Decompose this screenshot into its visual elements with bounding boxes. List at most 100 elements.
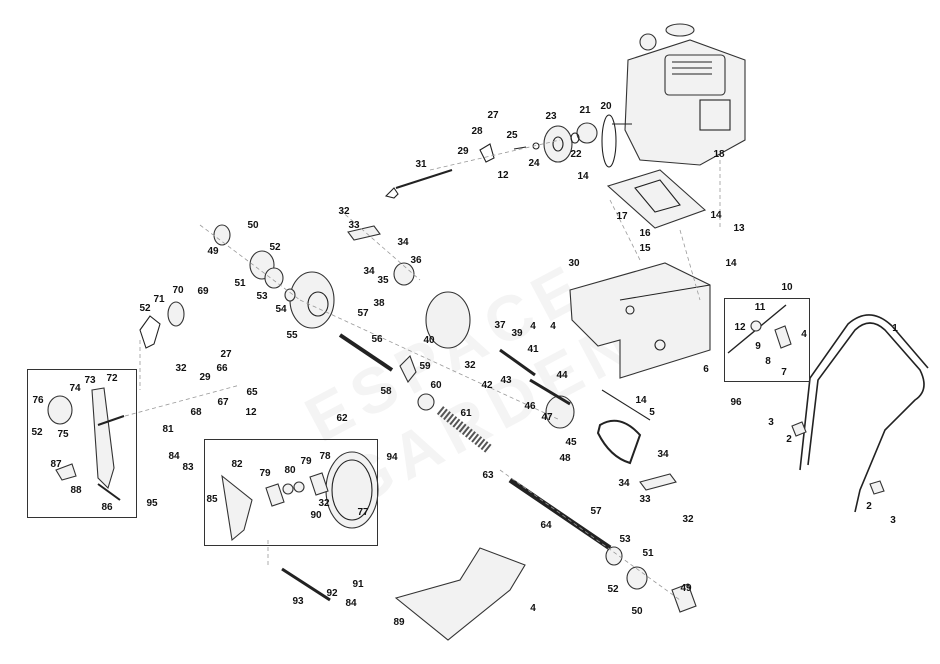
part-label-59[interactable]: 59 <box>419 361 431 372</box>
part-label-34b[interactable]: 34 <box>363 266 375 277</box>
part-label-70[interactable]: 70 <box>172 285 184 296</box>
part-label-45[interactable]: 45 <box>565 437 577 448</box>
part-label-80[interactable]: 80 <box>284 465 296 476</box>
part-label-12c[interactable]: 12 <box>734 322 746 333</box>
part-label-90[interactable]: 90 <box>310 510 322 521</box>
part-label-12a[interactable]: 12 <box>497 170 509 181</box>
part-label-32e[interactable]: 32 <box>682 514 694 525</box>
part-label-4c[interactable]: 4 <box>530 603 536 614</box>
part-label-51b[interactable]: 51 <box>642 548 654 559</box>
part-label-49a[interactable]: 49 <box>207 246 219 257</box>
part-label-86[interactable]: 86 <box>101 502 113 513</box>
part-label-20[interactable]: 20 <box>600 101 612 112</box>
part-label-10[interactable]: 10 <box>781 282 793 293</box>
part-label-85[interactable]: 85 <box>206 494 218 505</box>
part-label-52b[interactable]: 52 <box>269 242 281 253</box>
part-label-65[interactable]: 65 <box>246 387 258 398</box>
part-label-92[interactable]: 92 <box>326 588 338 599</box>
part-label-93[interactable]: 93 <box>292 596 304 607</box>
part-label-15[interactable]: 15 <box>639 243 651 254</box>
part-label-14a[interactable]: 14 <box>577 171 589 182</box>
part-label-27b[interactable]: 27 <box>220 349 232 360</box>
part-label-32d[interactable]: 32 <box>318 498 330 509</box>
part-label-50b[interactable]: 50 <box>631 606 643 617</box>
part-label-1[interactable]: 1 <box>892 323 898 334</box>
part-label-28[interactable]: 28 <box>471 126 483 137</box>
part-label-54[interactable]: 54 <box>275 304 287 315</box>
part-label-34d[interactable]: 34 <box>657 449 669 460</box>
part-label-32a[interactable]: 32 <box>338 206 350 217</box>
part-label-4a[interactable]: 4 <box>550 321 556 332</box>
part-label-95[interactable]: 95 <box>146 498 158 509</box>
part-label-14d[interactable]: 14 <box>635 395 647 406</box>
part-label-30[interactable]: 30 <box>568 258 580 269</box>
part-label-55[interactable]: 55 <box>286 330 298 341</box>
part-label-75[interactable]: 75 <box>57 429 69 440</box>
part-label-14b[interactable]: 14 <box>710 210 722 221</box>
part-label-52d[interactable]: 52 <box>607 584 619 595</box>
part-label-51a[interactable]: 51 <box>234 278 246 289</box>
part-label-4b[interactable]: 4 <box>801 329 807 340</box>
part-label-14c[interactable]: 14 <box>725 258 737 269</box>
part-label-94[interactable]: 94 <box>386 452 398 463</box>
part-label-49b[interactable]: 49 <box>680 583 692 594</box>
part-label-76[interactable]: 76 <box>32 395 44 406</box>
part-label-62[interactable]: 62 <box>336 413 348 424</box>
part-label-53b[interactable]: 53 <box>619 534 631 545</box>
part-label-2b[interactable]: 2 <box>866 501 872 512</box>
part-label-16[interactable]: 16 <box>639 228 651 239</box>
part-label-57a[interactable]: 57 <box>357 308 369 319</box>
part-label-40[interactable]: 40 <box>423 335 435 346</box>
part-label-38[interactable]: 38 <box>373 298 385 309</box>
part-label-36[interactable]: 36 <box>410 255 422 266</box>
part-label-47[interactable]: 47 <box>541 412 553 423</box>
part-label-77[interactable]: 77 <box>357 507 369 518</box>
part-label-34c[interactable]: 34 <box>618 478 630 489</box>
part-label-83[interactable]: 83 <box>182 462 194 473</box>
part-label-32b[interactable]: 32 <box>464 360 476 371</box>
part-label-3a[interactable]: 3 <box>768 417 774 428</box>
part-label-4d[interactable]: 4 <box>530 321 536 332</box>
part-label-24[interactable]: 24 <box>528 158 540 169</box>
part-label-91[interactable]: 91 <box>352 579 364 590</box>
part-label-60[interactable]: 60 <box>430 380 442 391</box>
part-label-78[interactable]: 78 <box>319 451 331 462</box>
part-label-42[interactable]: 42 <box>481 380 493 391</box>
part-label-44[interactable]: 44 <box>556 370 568 381</box>
part-label-8[interactable]: 8 <box>765 356 771 367</box>
part-label-79a[interactable]: 79 <box>259 468 271 479</box>
part-label-5[interactable]: 5 <box>649 407 655 418</box>
part-label-79b[interactable]: 79 <box>300 456 312 467</box>
part-label-18[interactable]: 18 <box>713 149 725 160</box>
part-label-39[interactable]: 39 <box>511 328 523 339</box>
part-label-13[interactable]: 13 <box>733 223 745 234</box>
part-label-61[interactable]: 61 <box>460 408 472 419</box>
part-label-21[interactable]: 21 <box>579 105 591 116</box>
part-label-33b[interactable]: 33 <box>639 494 651 505</box>
part-label-27a[interactable]: 27 <box>487 110 499 121</box>
part-label-96[interactable]: 96 <box>730 397 742 408</box>
part-label-17[interactable]: 17 <box>616 211 628 222</box>
part-label-52c[interactable]: 52 <box>31 427 43 438</box>
part-label-84a[interactable]: 84 <box>168 451 180 462</box>
part-label-74[interactable]: 74 <box>69 383 81 394</box>
part-label-22[interactable]: 22 <box>570 149 582 160</box>
part-label-11[interactable]: 11 <box>754 302 766 313</box>
part-label-34a[interactable]: 34 <box>397 237 409 248</box>
part-label-31[interactable]: 31 <box>415 159 427 170</box>
part-label-64[interactable]: 64 <box>540 520 552 531</box>
part-label-23[interactable]: 23 <box>545 111 557 122</box>
part-label-63[interactable]: 63 <box>482 470 494 481</box>
part-label-89[interactable]: 89 <box>393 617 405 628</box>
part-label-33a[interactable]: 33 <box>348 220 360 231</box>
part-label-58[interactable]: 58 <box>380 386 392 397</box>
part-label-50a[interactable]: 50 <box>247 220 259 231</box>
part-label-82[interactable]: 82 <box>231 459 243 470</box>
part-label-56[interactable]: 56 <box>371 334 383 345</box>
part-label-29a[interactable]: 29 <box>457 146 469 157</box>
part-label-72[interactable]: 72 <box>106 373 118 384</box>
part-label-29b[interactable]: 29 <box>199 372 211 383</box>
part-label-35[interactable]: 35 <box>377 275 389 286</box>
part-label-7[interactable]: 7 <box>781 367 787 378</box>
part-label-68[interactable]: 68 <box>190 407 202 418</box>
